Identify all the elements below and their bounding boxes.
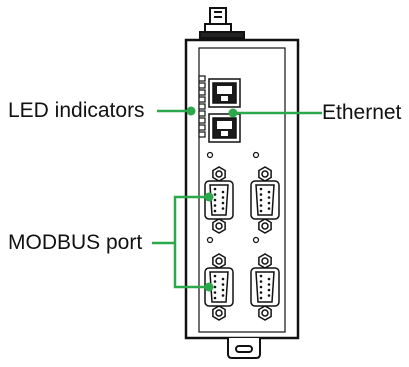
modbus-callout-dot-top — [204, 192, 214, 202]
db9-port — [204, 166, 234, 234]
ethernet-port-2 — [208, 113, 241, 143]
db9-port — [250, 166, 280, 234]
db9-port — [250, 253, 280, 321]
modbus-ports — [204, 166, 280, 321]
ethernet-port-1 — [208, 78, 241, 108]
top-connector — [199, 7, 245, 39]
db9-port — [204, 253, 234, 321]
screw-holes — [206, 151, 260, 244]
mounting-tab — [227, 338, 261, 359]
modbus-callout-dot-bottom — [204, 282, 214, 292]
led-indicators-label: LED indicators — [8, 99, 145, 122]
modbus-port-label: MODBUS port — [8, 231, 143, 254]
ethernet-callout-dot — [228, 108, 238, 118]
modbus-callout-bracket — [173, 195, 209, 289]
led-callout-dot — [186, 106, 196, 116]
led-indicators — [198, 75, 206, 138]
ethernet-label: Ethernet — [322, 101, 402, 124]
callout-lines — [152, 106, 322, 292]
